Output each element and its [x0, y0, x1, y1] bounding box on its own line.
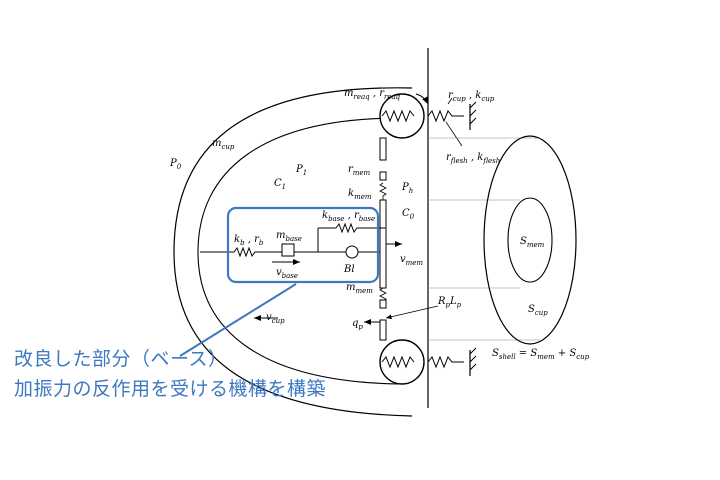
bottom-roller-spring: [381, 355, 415, 369]
label-C0: C0: [402, 208, 415, 221]
ground-hatch-top: [469, 101, 477, 125]
membrane-top-block: [379, 137, 387, 161]
label-v-base: vbase: [276, 267, 298, 280]
label-r-cup-k-cup: rcup , kcup: [448, 90, 495, 103]
cup-spring-bottom: [427, 355, 464, 369]
label-k-mem: kmem: [348, 188, 372, 201]
label-r-flesh-k-flesh: rflesh , kflesh: [446, 152, 500, 165]
bl-force-source: [345, 245, 359, 259]
base-mass: [281, 243, 295, 257]
annotation-leader: [179, 283, 297, 357]
label-S-cup: Scup: [528, 304, 548, 317]
cup-inner-shell: [197, 117, 401, 385]
membrane-plate: [379, 199, 387, 289]
cup-spring-top: [427, 109, 464, 123]
label-Rp-Lp: RpLp: [437, 296, 462, 309]
membrane-bottom-block: [379, 319, 387, 341]
ground-hatch-bottom: [469, 347, 477, 371]
annotation-line-2: 加振力の反作用を受ける機構を構築: [14, 378, 327, 400]
label-Bl: Bl: [343, 264, 355, 275]
label-v-cup: vcup: [266, 312, 285, 325]
improved-base-highlight: [226, 206, 380, 284]
label-S-mem: Smem: [520, 236, 545, 249]
cup-outer-shell: [173, 87, 413, 417]
membrane-front-view: [507, 197, 553, 283]
label-P0: P0: [169, 158, 182, 171]
label-Ph: Ph: [401, 182, 413, 195]
label-m-reaq: mreaq , rreaq: [344, 88, 401, 101]
label-k-base-r-base: kbase , rbase: [322, 210, 375, 223]
base-spring-kbase: [335, 222, 386, 234]
label-P1: P1: [295, 164, 307, 177]
label-shell-equation: Sshell = Smem + Scup: [492, 348, 590, 361]
bottom-roller: [379, 339, 425, 385]
top-roller-spring: [381, 109, 415, 123]
annotation-line-1: 改良した部分（ベース）: [14, 348, 228, 370]
membrane-small-bottom: [379, 299, 387, 309]
label-q-p: qp: [352, 318, 363, 331]
base-spring-kb: [233, 246, 285, 258]
top-roller: [379, 93, 425, 139]
label-v-mem: vmem: [400, 254, 423, 267]
label-m-cup: mcup: [212, 138, 235, 151]
cup-front-view: [483, 135, 577, 345]
top-roller-arrow: [415, 93, 429, 105]
label-C1: C1: [274, 178, 286, 191]
membrane-small-top: [379, 171, 387, 181]
label-r-mem: rmem: [348, 164, 371, 177]
label-m-mem: mmem: [346, 282, 373, 295]
membrane-spring-top: [379, 182, 387, 200]
label-m-base: mbase: [276, 230, 302, 243]
label-k-b-r-b: kb , rb: [234, 234, 264, 247]
